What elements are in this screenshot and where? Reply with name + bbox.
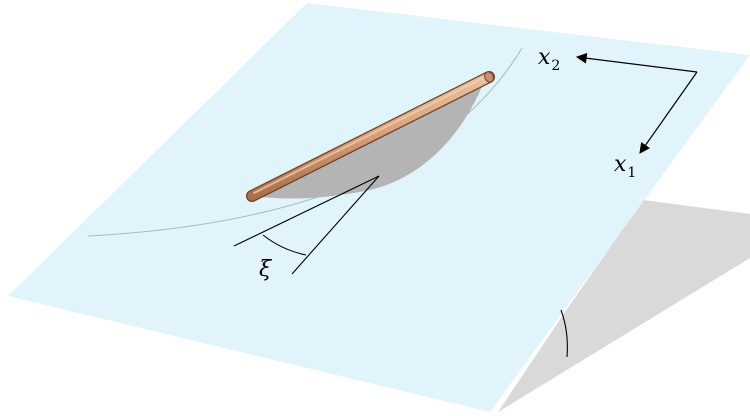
axis-x1-label: x1: [614, 152, 636, 181]
angle-xi-label: ξ: [259, 257, 273, 282]
angle-line-lower: [233, 175, 380, 247]
inclined-plane: [8, 3, 750, 412]
angle-line-upper: [291, 175, 380, 275]
axis-x2-label: x2: [538, 45, 560, 74]
plane-shadow: [498, 200, 750, 412]
axis-x2-arrow: [575, 52, 698, 73]
rod: [246, 71, 495, 202]
angle-xi-arc: [262, 234, 307, 256]
tilt-angle-arc: [560, 309, 568, 358]
axis-x1-arrow: [639, 71, 698, 154]
